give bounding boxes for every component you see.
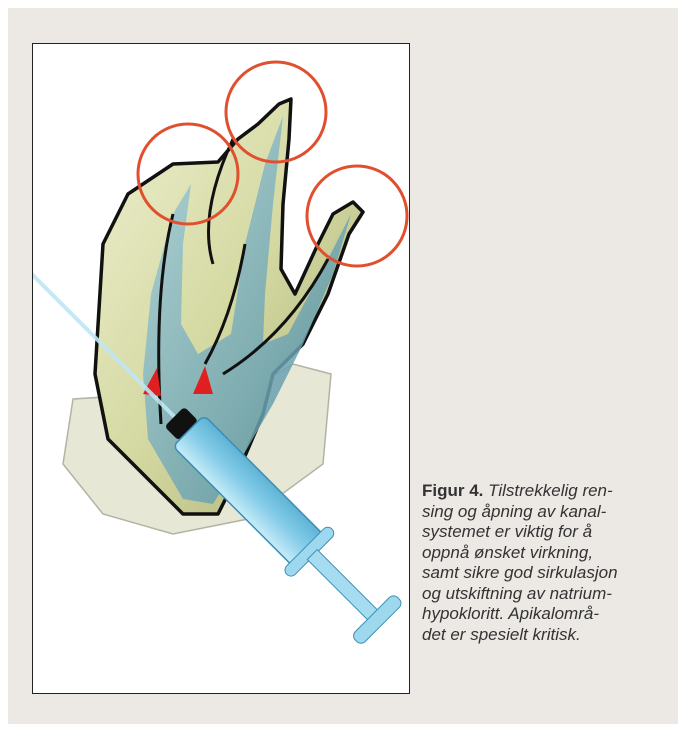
caption-line-7: hypokloritt. Apikalområ- — [422, 604, 599, 623]
caption-line-3: systemet er viktig for å — [422, 522, 592, 541]
caption-line-6: og utskiftning av natrium- — [422, 584, 612, 603]
caption-line-2: sing og åpning av kanal- — [422, 502, 606, 521]
figure-frame — [32, 43, 410, 694]
figure-label: Figur 4. — [422, 481, 483, 500]
tooth-illustration — [33, 44, 409, 693]
figure-caption: Figur 4. Tilstrekkelig ren- sing og åpni… — [422, 481, 684, 645]
caption-line-8: det er spesielt kritisk. — [422, 625, 581, 644]
caption-line-1: Tilstrekkelig ren- — [483, 481, 612, 500]
caption-line-4: oppnå ønsket virkning, — [422, 543, 593, 562]
caption-line-5: samt sikre god sirkulasjon — [422, 563, 618, 582]
figure-panel: Figur 4. Tilstrekkelig ren- sing og åpni… — [8, 8, 678, 724]
